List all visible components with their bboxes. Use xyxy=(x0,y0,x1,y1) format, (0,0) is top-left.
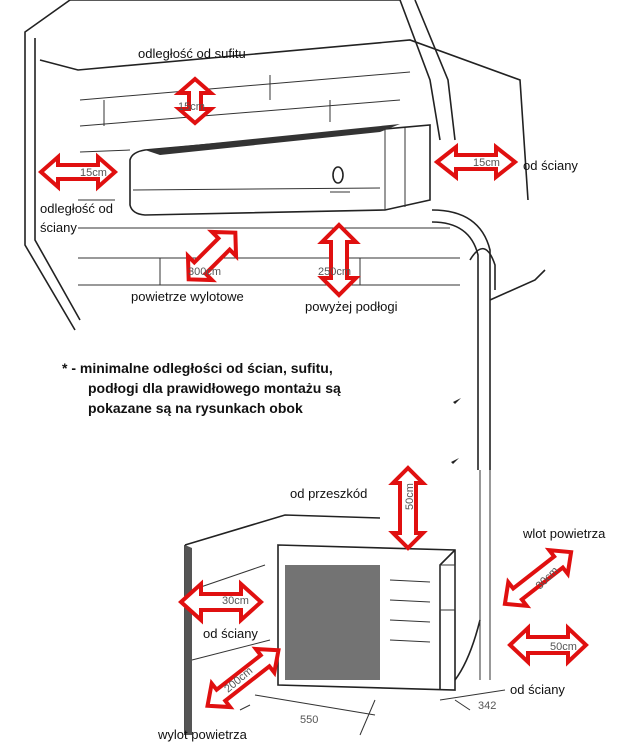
outdoor-left-wall-arrow xyxy=(178,579,264,625)
outlet-value: 300cm xyxy=(188,266,221,278)
ceiling-label: odległość od sufitu xyxy=(138,46,246,61)
outlet-label: powietrze wylotowe xyxy=(131,289,244,304)
right-wall-value: 15cm xyxy=(473,157,500,169)
ceiling-distance-arrow xyxy=(173,76,217,126)
dimension-width: 550 xyxy=(300,714,318,726)
floor-value: 250cm xyxy=(318,266,351,278)
outdoor-outlet-label: wylot powietrza xyxy=(157,727,248,742)
left-wall-distance-arrow xyxy=(37,152,119,192)
outlet-air-arrow xyxy=(185,229,239,283)
outdoor-right-wall-arrow xyxy=(507,623,589,667)
inlet-label: wlot powietrza xyxy=(522,526,606,541)
outdoor-right-wall-label: od ściany xyxy=(510,682,565,697)
obstacle-value: 50cm xyxy=(404,483,416,510)
outdoor-right-wall-value: 50cm xyxy=(550,641,577,653)
ceiling-value: 15cm xyxy=(178,101,205,113)
right-wall-label: od ściany xyxy=(523,158,578,173)
note-line-1: * - minimalne odległości od ścian, sufit… xyxy=(62,360,333,376)
obstacle-label: od przeszkód xyxy=(290,486,367,501)
outdoor-left-wall-value: 30cm xyxy=(222,595,249,607)
obstacle-distance-arrow xyxy=(388,465,428,551)
left-wall-label-1: odległość od xyxy=(40,201,113,216)
dimension-depth: 342 xyxy=(478,700,496,712)
inlet-air-arrow xyxy=(502,547,574,609)
indoor-unit-drawing xyxy=(129,124,546,470)
floor-distance-arrow xyxy=(317,222,361,298)
floor-label: powyżej podłogi xyxy=(305,299,398,314)
left-wall-value: 15cm xyxy=(80,167,107,179)
left-wall-label-2: ściany xyxy=(40,220,77,235)
indoor-room-drawing xyxy=(24,0,529,331)
note-line-3: pokazane są na rysunkach obok xyxy=(88,400,303,416)
outdoor-left-wall-label: od ściany xyxy=(203,626,258,641)
right-wall-distance-arrow xyxy=(433,142,519,182)
arrows xyxy=(37,76,589,710)
note-line-2: podłogi dla prawidłowego montażu są xyxy=(88,380,341,396)
outdoor-outlet-arrow xyxy=(205,646,281,710)
